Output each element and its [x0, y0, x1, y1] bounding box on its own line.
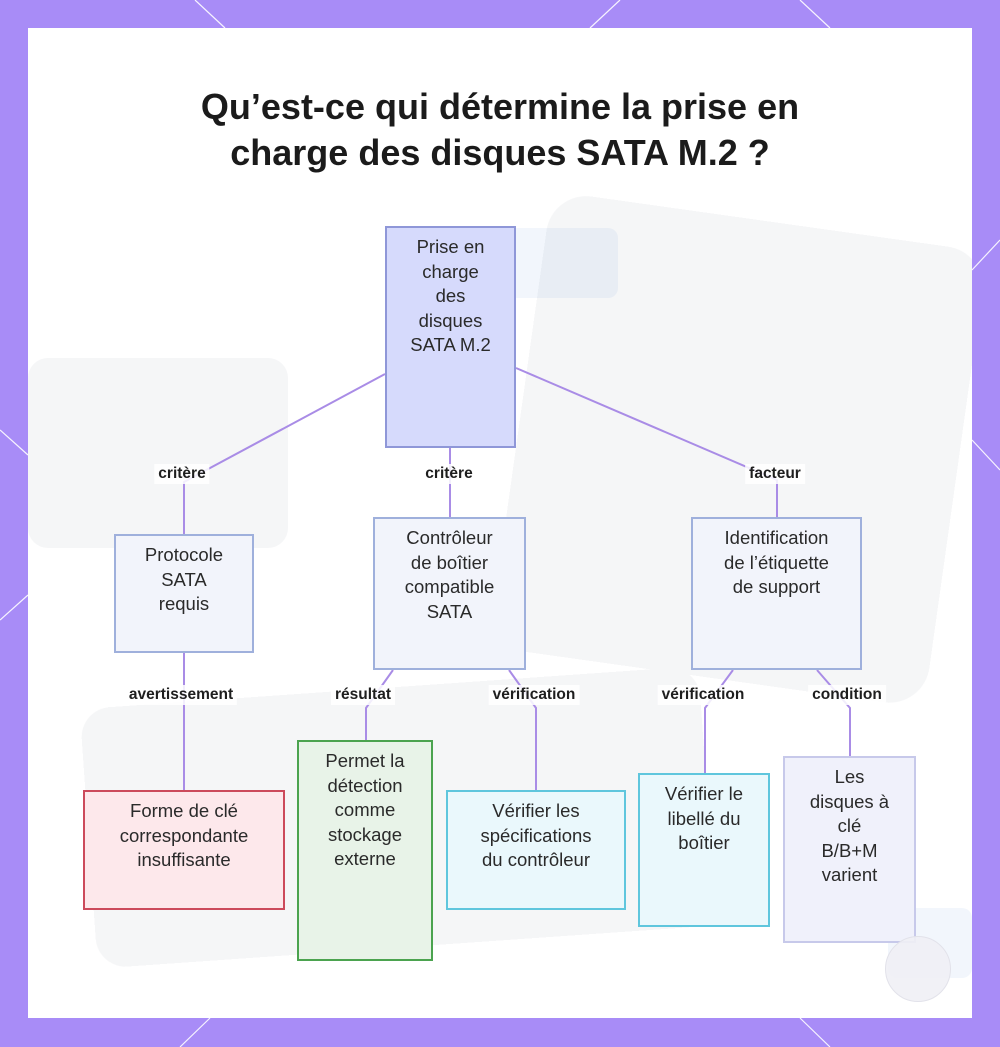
- edge-controller-external: [365, 669, 394, 740]
- node-controller: Contrôleur de boîtier compatible SATA: [373, 517, 526, 670]
- edge-label-verification-mid: vérification: [488, 685, 580, 705]
- title-line-2: charge des disques SATA M.2 ?: [230, 132, 770, 173]
- node-check-case-label-text: Vérifier le libellé du boîtier: [664, 783, 744, 853]
- node-label-identification-text: Identification de l’étiquette de support: [724, 527, 829, 597]
- edge-controller-specs: [508, 669, 537, 790]
- node-external-detection: Permet la détection comme stockage exter…: [297, 740, 433, 961]
- connector-lines: [183, 367, 851, 790]
- edge-label-condition: condition: [808, 685, 886, 705]
- node-controller-text: Contrôleur de boîtier compatible SATA: [404, 527, 495, 622]
- edge-label-avertissement: avertissement: [124, 685, 238, 705]
- title-line-1: Qu’est-ce qui détermine la prise en: [200, 86, 800, 127]
- node-root-text: Prise en charge des disques SATA M.2: [410, 236, 491, 355]
- edge-label-critere-left: critère: [154, 464, 210, 484]
- node-root-sata-m2-support: Prise en charge des disques SATA M.2: [385, 226, 516, 448]
- edge-root-protocol: [183, 373, 386, 534]
- edge-label-resultat: résultat: [331, 685, 395, 705]
- node-external-detection-text: Permet la détection comme stockage exter…: [325, 750, 405, 869]
- node-key-drives-vary-text: Les disques à clé B/B+M varient: [809, 766, 890, 885]
- diagram-title: Qu’est-ce qui détermine la prise en char…: [28, 84, 972, 176]
- node-label-identification: Identification de l’étiquette de support: [691, 517, 862, 670]
- node-key-drives-vary: Les disques à clé B/B+M varient: [783, 756, 916, 943]
- node-sata-protocol: Protocole SATA requis: [114, 534, 254, 653]
- diagram-card: Qu’est-ce qui détermine la prise en char…: [28, 28, 972, 1018]
- node-check-case-label: Vérifier le libellé du boîtier: [638, 773, 770, 927]
- edge-root-label: [515, 367, 778, 517]
- edge-label-keydrives: [816, 669, 851, 756]
- node-check-specs-text: Vérifier les spécifications du contrôleu…: [480, 800, 592, 870]
- edge-label-verification-right: vérification: [657, 685, 749, 705]
- edge-label-facteur: facteur: [745, 464, 805, 484]
- watermark-logo: [885, 936, 951, 1002]
- node-key-shape-text: Forme de clé correspondante insuffisante: [119, 800, 249, 870]
- node-sata-protocol-text: Protocole SATA requis: [144, 544, 224, 614]
- edge-label-critere-mid: critère: [421, 464, 477, 484]
- node-key-shape: Forme de clé correspondante insuffisante: [83, 790, 285, 910]
- edge-label-case: [704, 669, 734, 773]
- node-check-specs: Vérifier les spécifications du contrôleu…: [446, 790, 626, 910]
